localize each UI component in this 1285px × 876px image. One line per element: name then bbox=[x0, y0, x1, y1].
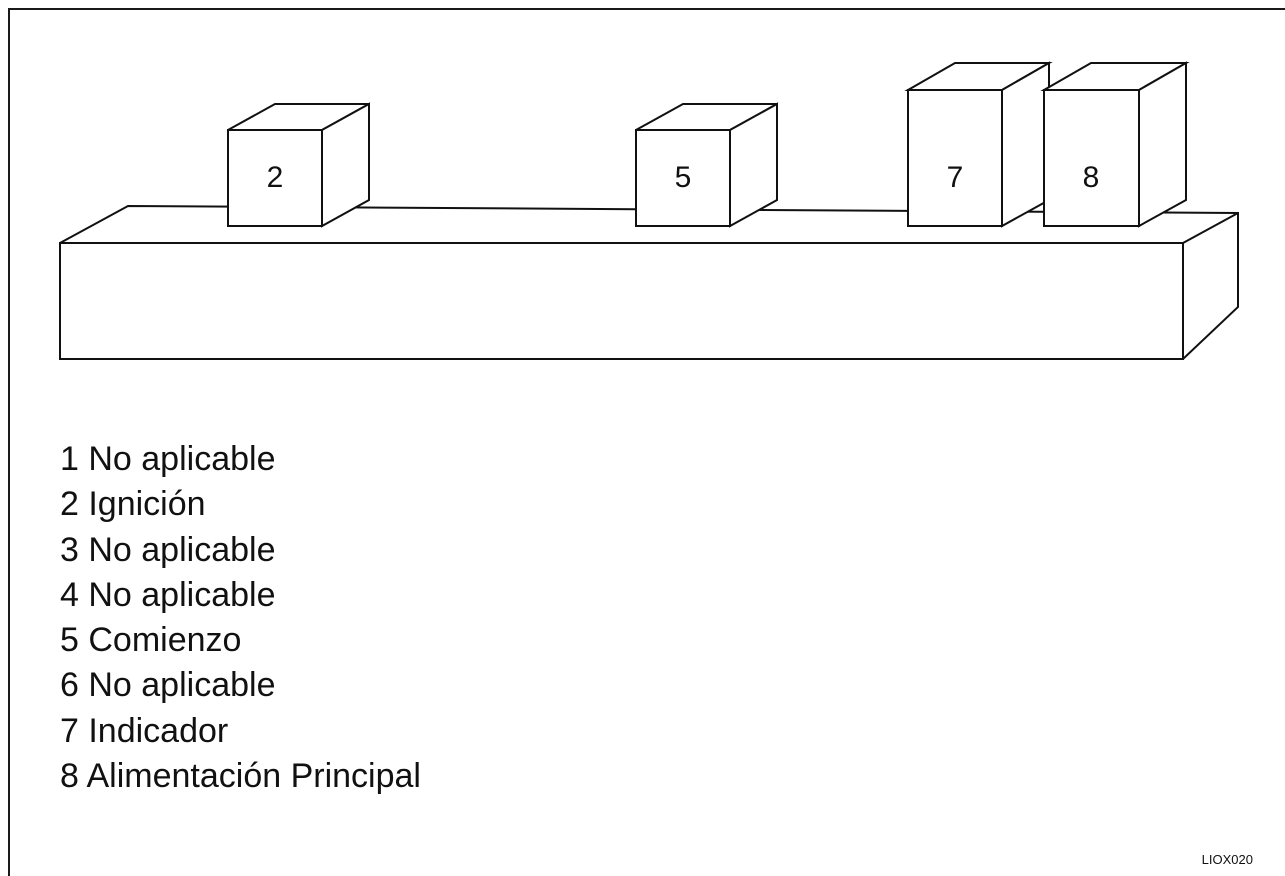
base-bar bbox=[59, 204, 1239, 360]
box-label-2: 2 bbox=[267, 161, 284, 194]
legend-item: 5 Comienzo bbox=[60, 621, 242, 660]
figure-code: LIOX020 bbox=[1201, 852, 1253, 867]
legend-list: 1 No aplicable 2 Ignición 3 No aplicable… bbox=[60, 437, 421, 799]
box-8: 8 bbox=[1040, 61, 1190, 228]
legend-item: 8 Alimentación Principal bbox=[60, 757, 421, 796]
legend-item: 6 No aplicable bbox=[60, 666, 276, 705]
figure-frame bbox=[8, 8, 1285, 876]
box-5: 5 bbox=[635, 102, 778, 228]
box-7: 7 bbox=[904, 61, 1053, 228]
box-label-5: 5 bbox=[675, 161, 692, 194]
box-2: 2 bbox=[227, 102, 370, 228]
legend-item: 1 No aplicable bbox=[60, 440, 276, 478]
legend-item: 4 No aplicable bbox=[60, 575, 276, 614]
box-label-7: 7 bbox=[947, 161, 964, 194]
legend-item: 3 No aplicable bbox=[60, 530, 276, 569]
legend-item: 7 Indicador bbox=[60, 711, 229, 750]
legend-item: 2 Ignición bbox=[60, 485, 206, 524]
box-label-8: 8 bbox=[1083, 161, 1100, 194]
